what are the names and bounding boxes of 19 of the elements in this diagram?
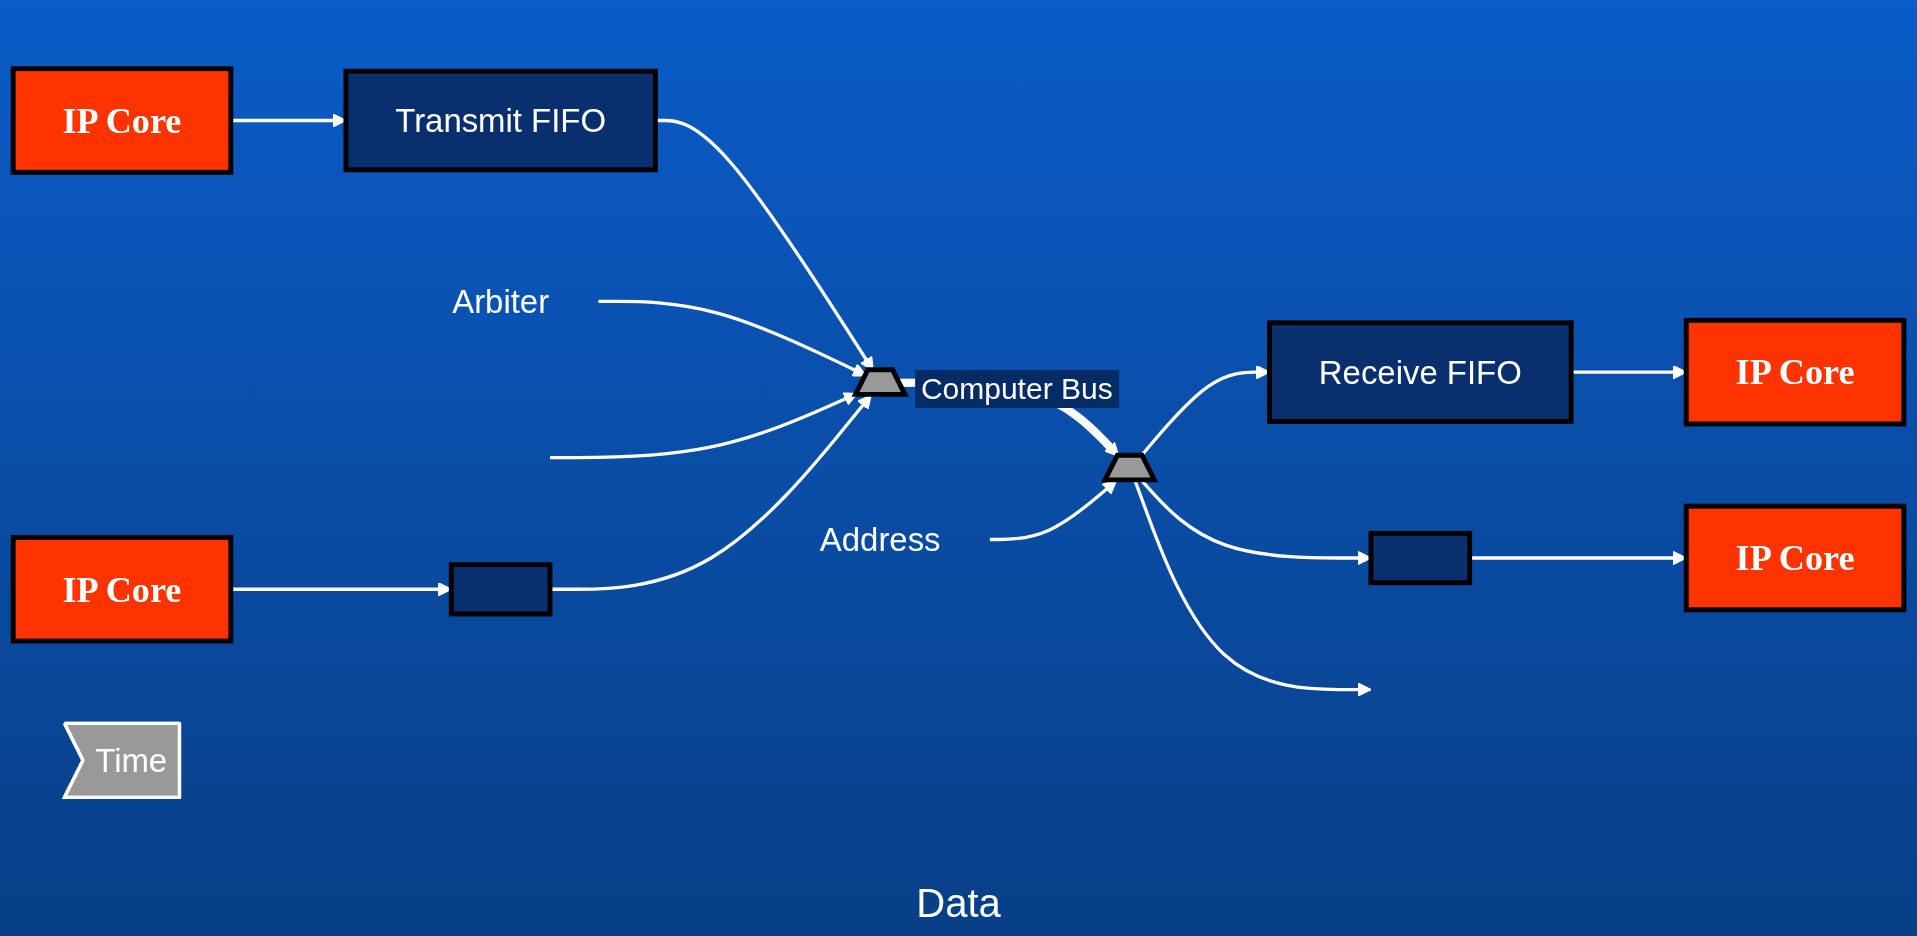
node-trapezoid (1101, 452, 1159, 483)
node-trapezoid (851, 367, 909, 397)
node-box (1368, 530, 1473, 586)
node-box: Transmit FIFO (343, 68, 658, 173)
node-box: IP Core (10, 534, 234, 644)
node-text: Arbiter (452, 283, 550, 320)
edge-label: Computer Bus (914, 370, 1119, 409)
arrow (550, 394, 872, 591)
node-box: IP Core (1683, 317, 1907, 427)
node-box: IP Core (1683, 503, 1907, 613)
note-text: Data (916, 881, 1001, 925)
arrow (598, 299, 867, 377)
arrow (550, 392, 858, 460)
arrow (989, 480, 1118, 542)
node-text: Address (819, 521, 941, 558)
node-box: Receive FIFO (1267, 320, 1574, 424)
node-box: IP Core (10, 66, 234, 175)
arrow (1133, 480, 1372, 697)
node-box (448, 562, 553, 617)
